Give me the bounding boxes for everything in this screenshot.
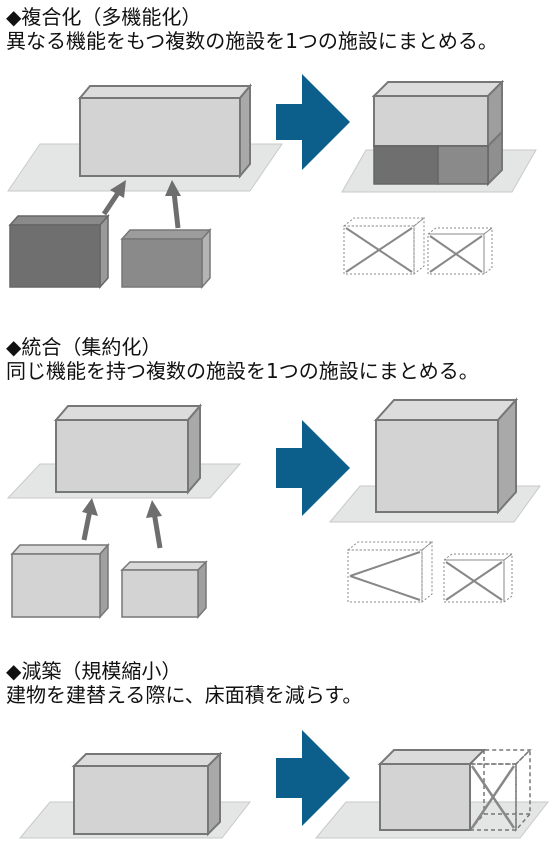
transform-arrow xyxy=(276,420,350,516)
facility-box-b xyxy=(120,560,208,619)
section3-diagram xyxy=(18,730,550,839)
reduced-building-box xyxy=(377,749,487,831)
section3-description: 建物を建替える際に、床面積を減らす。 xyxy=(6,683,363,707)
merge-arrow-right xyxy=(165,180,181,229)
original-building-box xyxy=(71,751,223,837)
removed-facility-b xyxy=(426,227,494,275)
section1-title: ◆複合化（多機能化） xyxy=(6,5,202,29)
facility-box-a xyxy=(10,543,110,619)
integrated-facility-box xyxy=(53,403,203,495)
section2-diagram xyxy=(6,397,541,619)
removed-facility-b xyxy=(442,553,514,603)
section2-description: 同じ機能を持つ複数の施設を1つの施設にまとめる。 xyxy=(6,359,479,383)
facility-box-b xyxy=(120,228,212,289)
section2-title: ◆統合（集約化） xyxy=(6,335,162,359)
removed-facility-a xyxy=(346,540,434,604)
removed-floor-area xyxy=(468,748,532,832)
facility-box-a xyxy=(8,214,110,289)
merge-arrow-right xyxy=(146,500,163,549)
multifunction-facility-box xyxy=(371,79,505,187)
section1-description: 異なる機能をもつ複数の施設を1つの施設にまとめる。 xyxy=(6,29,498,53)
section3-title: ◆減築（規模縮小） xyxy=(6,659,182,683)
consolidated-facility-box xyxy=(373,397,519,515)
combined-facility-box xyxy=(77,83,253,179)
merge-arrow-left xyxy=(101,180,126,216)
section1-diagram xyxy=(7,74,537,289)
transform-arrow xyxy=(276,730,350,826)
removed-facility-a xyxy=(342,216,426,276)
merge-arrow-left xyxy=(81,498,98,541)
transform-arrow xyxy=(276,74,350,170)
